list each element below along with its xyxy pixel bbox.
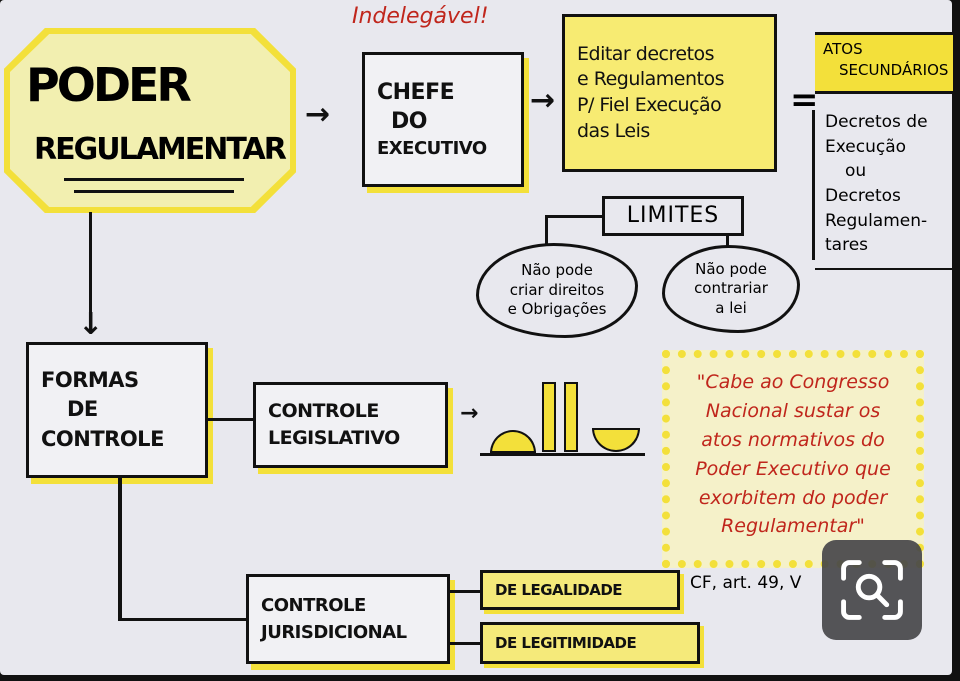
quote-line: Poder Executivo que [695, 457, 891, 480]
legislative-line: LEGISLATIVO [268, 427, 400, 449]
secondary-title-1: ATOS [823, 40, 863, 58]
congress-drawing [480, 378, 645, 462]
quote-line: Nacional sustar os [705, 399, 881, 422]
limit-text: Não pode [695, 259, 767, 278]
edit-line: das Leis [577, 119, 650, 142]
secondary-title-2: SECUNDÁRIOS [839, 61, 949, 79]
forms-line: CONTROLE [41, 426, 164, 451]
secondary-item: Execução [825, 136, 907, 157]
visual-search-button[interactable] [822, 540, 922, 640]
atos-secundarios-title: ATOS SECUNDÁRIOS [815, 32, 953, 94]
indelegavel-annotation: Indelegável! [352, 4, 489, 29]
arrow-right-icon: → [305, 97, 331, 132]
secondary-item: ou [845, 161, 867, 182]
secondary-item: Regulamen- [825, 210, 928, 231]
quote-box: "Cabe ao Congresso Nacional sustar os at… [662, 350, 924, 568]
quote-citation: CF, art. 49, V [690, 573, 802, 593]
limit-text: criar direitos [509, 280, 605, 299]
quote-line: exorbitem do poder [698, 486, 888, 509]
main-node-line2: REGULAMENTAR [34, 132, 287, 167]
controle-jurisdicional-box: CONTROLE JURISDICIONAL [246, 574, 450, 664]
chief-line: CHEFE [377, 79, 455, 105]
judicial-line: CONTROLE [261, 595, 366, 616]
secondary-item: Decretos [825, 185, 901, 206]
edit-line: e Regulamentos [577, 68, 725, 91]
visual-search-icon [841, 560, 903, 620]
arrow-down-icon: ↓ [78, 307, 104, 342]
formas-controle-box: FORMAS DE CONTROLE [26, 342, 208, 478]
main-node-line1: PODER [26, 58, 192, 112]
quote-line: atos normativos do [701, 428, 885, 451]
limit-text: a lei [715, 298, 747, 317]
limites-box: LIMITES [602, 196, 744, 236]
limit-cloud-left: Não pode criar direitos e Obrigações [476, 243, 638, 338]
arrow-right-icon: → [530, 83, 556, 118]
forms-line: FORMAS [41, 367, 139, 392]
chefe-executivo-box: CHEFE DO EXECUTIVO [362, 52, 524, 187]
editar-decretos-box: Editar decretos e Regulamentos P/ Fiel E… [562, 14, 777, 172]
secondary-item: Decretos de [825, 112, 928, 132]
edit-line: Editar decretos [577, 42, 715, 65]
judicial-line: JURISDICIONAL [261, 622, 407, 643]
legislative-line: CONTROLE [268, 400, 379, 423]
de-legalidade-box: DE LEGALIDADE [480, 570, 680, 610]
arrow-right-icon: → [460, 401, 479, 426]
edit-line: P/ Fiel Execução [577, 94, 722, 116]
poder-regulamentar-node: PODER REGULAMENTAR [4, 28, 296, 213]
limit-cloud-right: Não pode contrariar a lei [662, 245, 800, 333]
controle-legislativo-box: CONTROLE LEGISLATIVO [253, 382, 448, 468]
secondary-list: Decretos de Execução ou Decretos Regulam… [825, 110, 928, 258]
quote-line: Regulamentar" [721, 515, 865, 538]
limit-text: Não pode [521, 261, 593, 280]
limit-text: e Obrigações [507, 300, 607, 319]
quote-line: "Cabe ao Congresso [696, 371, 890, 393]
de-legitimidade-box: DE LEGITIMIDADE [480, 622, 700, 664]
forms-line: DE [67, 397, 98, 422]
chief-line: DO [391, 109, 427, 135]
limit-text: contrariar [694, 279, 768, 298]
chief-line: EXECUTIVO [377, 138, 487, 160]
secondary-item: tares [825, 235, 869, 256]
